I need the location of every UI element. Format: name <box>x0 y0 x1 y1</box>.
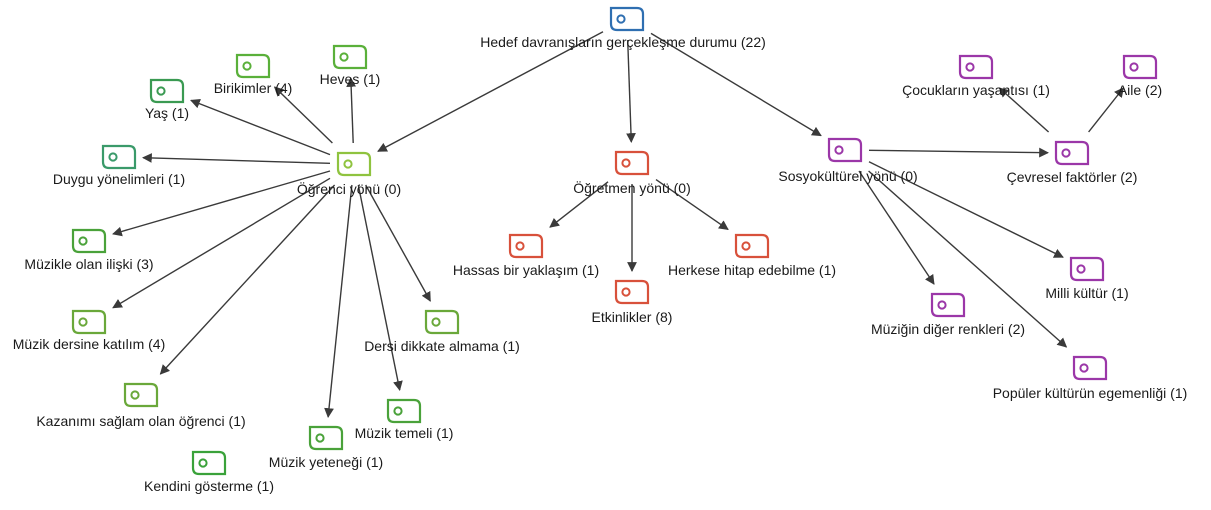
node-label: Aile (2) <box>1117 82 1163 98</box>
edge-cevresel-to-aile <box>1088 87 1125 133</box>
code-icon[interactable] <box>614 150 650 181</box>
node-label: Müzikle olan ilişki (3) <box>24 256 154 272</box>
node-label: Hassas bir yaklaşım (1) <box>452 262 600 278</box>
code-icon[interactable] <box>235 53 271 84</box>
edge-sosyo-to-muziginDiger <box>858 170 935 285</box>
code-icon[interactable] <box>609 6 645 37</box>
code-icon[interactable] <box>149 78 185 109</box>
node-label: Milli kültür (1) <box>1045 285 1129 301</box>
edge-ogrenci-to-birikimler <box>273 86 333 144</box>
edge-root-to-ogretmen <box>626 39 636 143</box>
node-label: Öğrenci yönü (0) <box>296 181 402 197</box>
edge-ogrenci-to-duygu <box>142 153 331 164</box>
code-icon[interactable] <box>1072 355 1108 386</box>
code-icon[interactable] <box>123 382 159 413</box>
node-label: Heves (1) <box>319 71 381 87</box>
node-label: Duygu yönelimleri (1) <box>52 171 186 187</box>
edge-ogrenci-to-kazanimi <box>159 184 336 375</box>
edge-ogretmen-to-hassas <box>549 181 609 228</box>
node-label: Çocukların yaşantısı (1) <box>902 82 1050 98</box>
node-label: Popüler kültürün egemenliği (1) <box>992 385 1188 401</box>
code-icon[interactable] <box>958 54 994 85</box>
edge-cevresel-to-cocuklarin <box>998 87 1050 133</box>
node-label: Öğretmen yönü (0) <box>573 180 691 196</box>
node-label: Müzik dersine katılım (4) <box>12 336 166 352</box>
edge-ogrenci-to-heves <box>346 77 357 144</box>
code-icon[interactable] <box>1069 256 1105 287</box>
node-label: Kazanımı sağlam olan öğrenci (1) <box>36 413 246 429</box>
code-icon[interactable] <box>930 292 966 323</box>
node-label: Kendini gösterme (1) <box>144 478 274 494</box>
node-label: Dersi dikkate almama (1) <box>364 338 520 354</box>
edge-ogrenci-to-temeli <box>357 184 403 391</box>
code-icon[interactable] <box>386 398 422 429</box>
code-icon[interactable] <box>734 233 770 264</box>
edge-sosyo-to-cevresel <box>868 147 1049 158</box>
code-icon[interactable] <box>614 279 650 310</box>
edge-ogrenci-to-dersidikkate <box>365 184 431 302</box>
code-icon[interactable] <box>191 450 227 481</box>
code-icon[interactable] <box>1054 140 1090 171</box>
node-label: Çevresel faktörler (2) <box>1006 169 1138 185</box>
code-icon[interactable] <box>336 151 372 182</box>
code-icon[interactable] <box>71 228 107 259</box>
code-icon[interactable] <box>308 425 344 456</box>
code-icon[interactable] <box>827 137 863 168</box>
code-icon[interactable] <box>508 233 544 264</box>
node-label: Birikimler (4) <box>213 80 293 96</box>
node-label: Herkese hitap edebilme (1) <box>667 262 837 278</box>
node-label: Müzik yeteneği (1) <box>268 454 384 470</box>
node-label: Müzik temeli (1) <box>354 425 454 441</box>
code-icon[interactable] <box>424 309 460 340</box>
edge-ogrenci-to-yas <box>190 99 331 156</box>
edge-ogretmen-to-herkese <box>655 179 729 230</box>
node-label: Müziğin diğer renkleri (2) <box>870 321 1026 337</box>
node-label: Etkinlikler (8) <box>591 309 673 325</box>
code-icon[interactable] <box>71 309 107 340</box>
edge-ogrenci-to-muzikdersine <box>112 177 331 309</box>
code-icon[interactable] <box>1122 54 1158 85</box>
edge-root-to-sosyo <box>650 32 822 137</box>
edge-sosyo-to-populer <box>868 170 1068 348</box>
code-icon[interactable] <box>332 44 368 75</box>
node-label: Sosyokültürel yönü (0) <box>778 168 918 184</box>
node-label: Hedef davranışların gerçekleşme durumu (… <box>480 34 766 50</box>
code-icon[interactable] <box>101 144 137 175</box>
node-label: Yaş (1) <box>144 105 190 121</box>
edge-ogrenci-to-yetenegi <box>324 184 353 418</box>
edge-root-to-ogrenci <box>377 31 604 152</box>
edge-sosyo-to-milli <box>868 161 1064 258</box>
edge-ogrenci-to-muzikle <box>112 170 331 237</box>
